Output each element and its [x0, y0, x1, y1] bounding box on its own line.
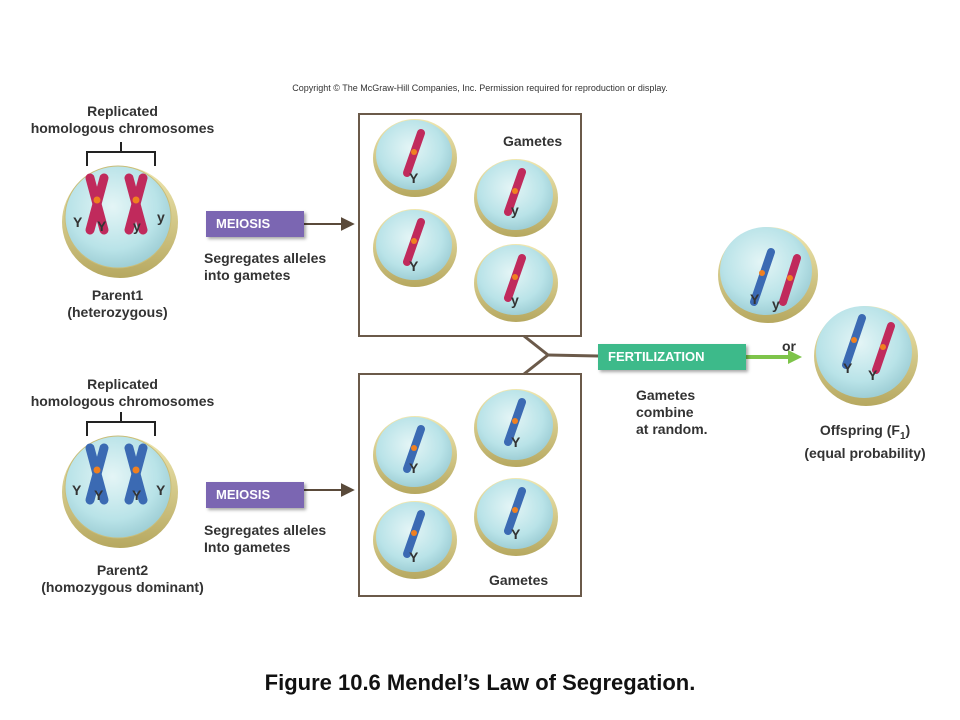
gamete-bottom-2 [373, 416, 457, 494]
gametes-top-label: Gametes [503, 133, 563, 149]
gamete-bottom-allele-3: Y [511, 526, 521, 542]
gamete-bottom-3 [474, 478, 558, 556]
parent2-chromosome-pair-1 [85, 443, 109, 505]
parent1-cell [62, 165, 178, 278]
parent2-cell [62, 435, 178, 548]
fertilization-tag: FERTILIZATION [598, 344, 746, 370]
parent1-allele-1: Y [73, 214, 83, 230]
parent1-chromosome-pair-2 [124, 173, 148, 235]
offspring-label-line2: (equal probability) [804, 444, 926, 461]
offspring2-allele-2: Y [868, 367, 878, 383]
gamete-bottom-allele-4: Y [409, 549, 419, 565]
parent2-bracket [86, 412, 156, 436]
parent2-heading: Replicated homologous chromosomes [30, 376, 215, 409]
gametes-bottom-label: Gametes [489, 572, 549, 588]
meiosis-tag-bottom: MEIOSIS [206, 482, 304, 508]
parent2-allele-1: Y [72, 482, 82, 498]
offspring-label-prefix: Offspring (F [819, 422, 900, 438]
parent1-name: Parent1 (heterozygous) [67, 287, 168, 320]
parent1-allele-3: y [133, 218, 141, 234]
offspring-label-sub: 1 [899, 430, 906, 442]
offspring2-allele-1: Y [843, 360, 853, 376]
gamete-bottom-1 [474, 389, 558, 467]
offspring-cell-2 [814, 306, 918, 406]
parent1-heading: Replicated homologous chromosomes [30, 103, 215, 136]
gamete-top-1 [373, 119, 457, 197]
fertilization-arrow [745, 350, 802, 364]
parent1-bracket [86, 142, 156, 166]
parent1-chromosome-pair-1 [85, 173, 109, 235]
fertilization-connector [523, 334, 599, 376]
gamete-bottom-4 [373, 501, 457, 579]
gamete-top-3 [373, 209, 457, 287]
offspring1-allele-2: y [772, 296, 780, 312]
parent2-name: Parent2 (homozygous dominant) [41, 562, 204, 595]
gamete-top-allele-4: y [511, 292, 519, 308]
parent2-allele-3: Y [132, 487, 142, 503]
parent2-allele-2: Y [94, 487, 104, 503]
gamete-top-allele-2: y [511, 202, 519, 218]
copyright-notice: Copyright © The McGraw-Hill Companies, I… [292, 83, 668, 93]
gamete-top-allele-1: Y [409, 170, 419, 186]
gamete-bottom-allele-2: Y [409, 460, 419, 476]
figure-caption: Figure 10.6 Mendel’s Law of Segregation. [264, 670, 696, 695]
fertilization-desc: Gametes combine at random. [636, 387, 708, 437]
parent1-allele-2: Y [97, 218, 107, 234]
offspring1-allele-1: Y [750, 291, 760, 307]
gamete-top-allele-3: Y [409, 258, 419, 274]
meiosis-desc-bottom: Segregates alleles Into gametes [204, 522, 327, 555]
gamete-top-4 [474, 244, 558, 322]
gamete-bottom-allele-1: Y [511, 434, 521, 450]
gamete-top-2 [474, 159, 558, 237]
meiosis-desc-top: Segregates alleles into gametes [204, 250, 327, 283]
offspring-cell-1 [718, 227, 818, 323]
parent1-allele-4: y [157, 209, 165, 225]
meiosis-tag-top: MEIOSIS [206, 211, 304, 237]
offspring-label-suffix: ) [905, 422, 911, 438]
offspring-or: or [782, 338, 796, 354]
parent2-allele-4: Y [156, 482, 166, 498]
parent2-chromosome-pair-2 [124, 443, 148, 505]
offspring-label: Offspring (F1) (equal probability) [780, 422, 950, 462]
